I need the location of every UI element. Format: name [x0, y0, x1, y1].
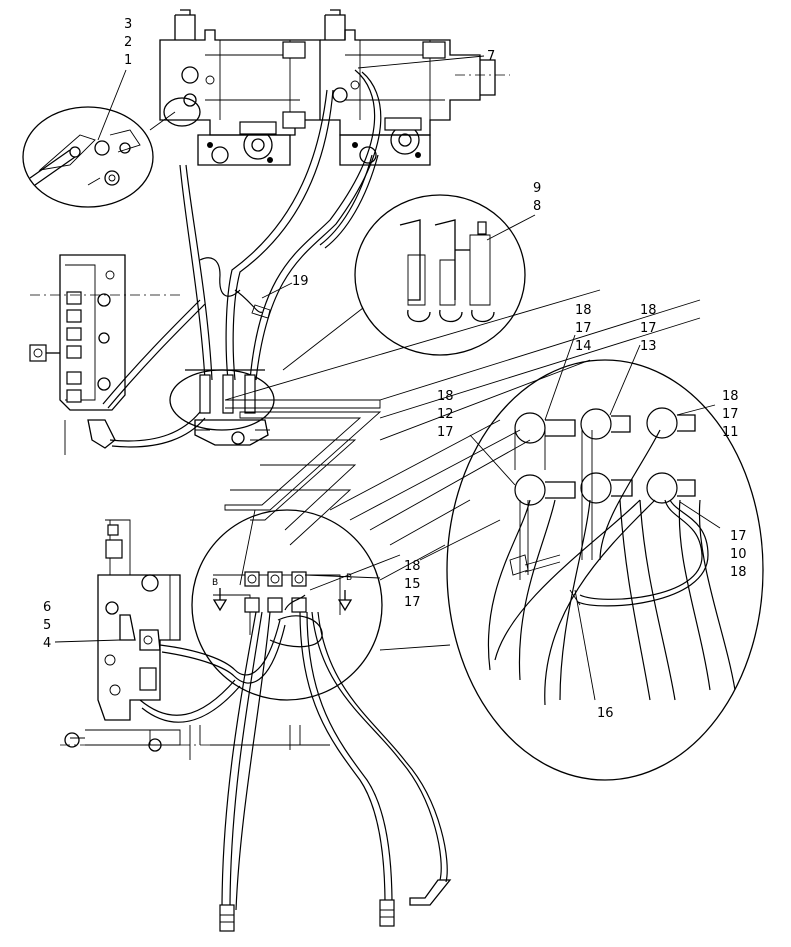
- callout-14: 14: [575, 339, 592, 354]
- left-valve-bank: [29, 254, 206, 455]
- hose-routing-detail: [379, 334, 764, 781]
- callout-5: 5: [43, 618, 51, 633]
- lower-valve-bank: [60, 519, 330, 760]
- lower-hoses: [139, 611, 452, 932]
- callout-12: 12: [437, 407, 454, 422]
- callout-18-f: 18: [404, 559, 421, 574]
- lower-manifold-view: [191, 509, 401, 701]
- projection-guides: [224, 289, 701, 586]
- callout-11: 11: [722, 425, 739, 440]
- pump-assembly: [159, 9, 510, 166]
- callout-17-f: 17: [404, 595, 421, 610]
- callout-1: 1: [124, 53, 132, 68]
- callout-10: 10: [730, 547, 747, 562]
- callout-18-c: 18: [722, 389, 739, 404]
- pump-hoses: [179, 69, 382, 381]
- callout-7: 7: [487, 49, 495, 64]
- callout-17-d: 17: [437, 425, 454, 440]
- callout-18-a: 18: [575, 303, 592, 318]
- callout-4: 4: [43, 636, 51, 651]
- callout-18-d: 18: [437, 389, 454, 404]
- callout-18-b: 18: [640, 303, 657, 318]
- callout-17-b: 17: [640, 321, 657, 336]
- view-mark-right: B: [346, 573, 352, 583]
- tee-fitting-detail: [282, 194, 536, 371]
- callout-labels: 3 2 1 7 9 8 19 18 17 14 18 17 13 18 17 1…: [43, 17, 747, 721]
- callout-6: 6: [43, 600, 51, 615]
- mid-manifold: [169, 369, 275, 446]
- callout-18-e: 18: [730, 565, 747, 580]
- callout-17-c: 17: [722, 407, 739, 422]
- callout-17-e: 17: [730, 529, 747, 544]
- callout-13: 13: [640, 339, 657, 354]
- callout-9: 9: [533, 181, 541, 196]
- callout-8: 8: [533, 199, 541, 214]
- fitting-detail-view: [22, 97, 201, 208]
- callout-19: 19: [292, 274, 309, 289]
- callout-17-a: 17: [575, 321, 592, 336]
- callout-2: 2: [124, 35, 132, 50]
- callout-16: 16: [597, 706, 614, 721]
- view-mark-left: B: [212, 578, 218, 588]
- callout-15: 15: [404, 577, 421, 592]
- callout-3: 3: [124, 17, 132, 32]
